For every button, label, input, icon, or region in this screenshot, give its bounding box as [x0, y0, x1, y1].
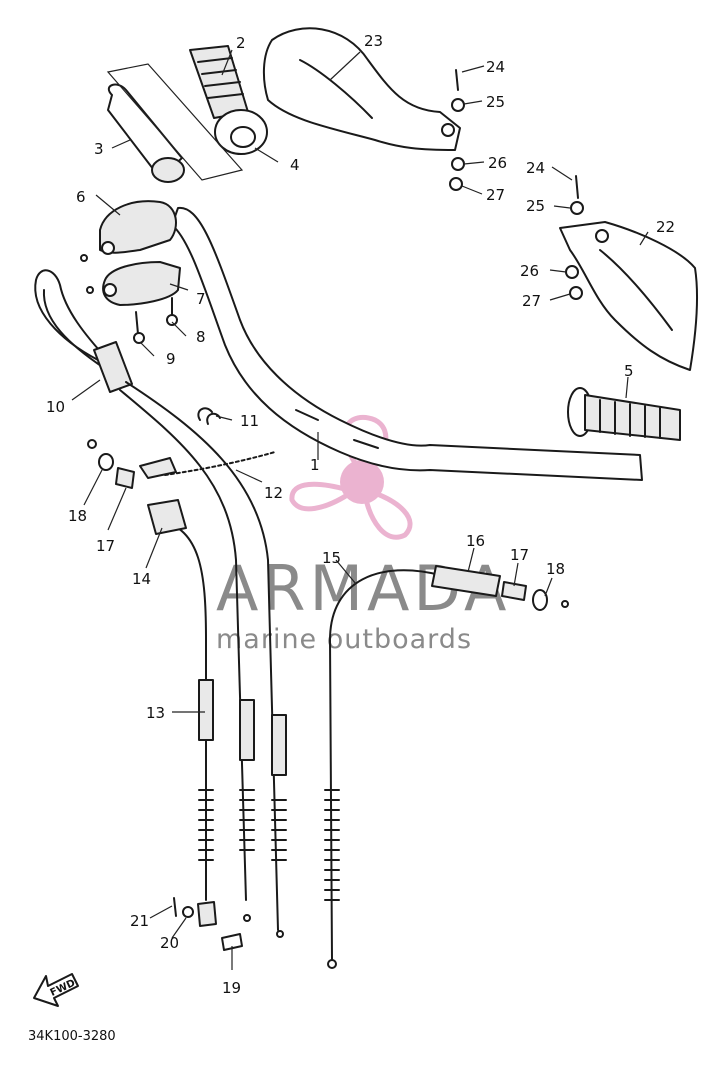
cable-15 — [324, 569, 441, 969]
right-grip — [567, 387, 681, 441]
throttle-cable-loop — [34, 269, 133, 393]
callout-7: 7 — [196, 290, 206, 308]
leader-lines — [71, 49, 649, 970]
fwd-arrow-icon: FWD — [33, 973, 79, 1007]
callout-13: 13 — [146, 704, 165, 722]
callout-labels: 1 2 3 4 5 6 7 8 9 10 11 12 13 14 15 16 1… — [46, 32, 675, 997]
small-screw-b — [86, 286, 94, 294]
callout-24-left: 24 — [486, 58, 505, 76]
callout-15: 15 — [322, 549, 341, 567]
pin-21 — [173, 897, 217, 927]
fasteners-left-guard — [449, 69, 465, 191]
washer-18-right — [532, 589, 569, 611]
callout-26-right: 26 — [520, 262, 539, 280]
adjuster-nut-17-right — [501, 581, 527, 601]
callout-5: 5 — [624, 362, 634, 380]
callout-26-left: 26 — [488, 154, 507, 172]
lever-bracket — [147, 499, 187, 535]
callout-2: 2 — [236, 34, 246, 52]
part-code: 34K100-3280 — [28, 1029, 116, 1044]
callout-18-left: 18 — [68, 507, 87, 525]
callout-24-right: 24 — [526, 159, 545, 177]
clutch-cable — [159, 519, 214, 901]
hand-guard-left — [262, 27, 461, 151]
hand-guard-right — [559, 221, 699, 371]
callout-17-left: 17 — [96, 537, 115, 555]
callout-25-right: 25 — [526, 197, 545, 215]
adjuster-nut-17-left — [115, 467, 135, 489]
callout-1: 1 — [310, 456, 320, 474]
cable-adjuster-16 — [431, 565, 501, 597]
callout-19: 19 — [222, 979, 241, 997]
throttle-tube — [106, 63, 244, 183]
callout-17-right: 17 — [510, 546, 529, 564]
watermark-tagline: marine outboards — [216, 624, 472, 655]
cable-band-12 — [139, 451, 276, 479]
callout-16: 16 — [466, 532, 485, 550]
callout-18-right: 18 — [546, 560, 565, 578]
handlebar — [171, 206, 643, 481]
bolt-19 — [221, 933, 243, 951]
callout-10: 10 — [46, 398, 65, 416]
throttle-cables — [119, 381, 287, 938]
callout-9: 9 — [166, 350, 176, 368]
callout-3: 3 — [94, 140, 104, 158]
callout-4: 4 — [290, 156, 300, 174]
throttle-grip — [189, 45, 268, 155]
callout-8: 8 — [196, 328, 206, 346]
callout-14: 14 — [132, 570, 151, 588]
callout-27-right: 27 — [522, 292, 541, 310]
callout-11: 11 — [240, 412, 259, 430]
screw-9 — [133, 311, 145, 344]
washer-18-left — [87, 439, 114, 471]
callout-25-left: 25 — [486, 93, 505, 111]
small-screw-a — [80, 254, 88, 262]
washer-20 — [182, 906, 194, 918]
callout-23: 23 — [364, 32, 383, 50]
fasteners-right-guard — [565, 175, 584, 300]
screw-8 — [166, 297, 178, 326]
callout-6: 6 — [76, 188, 86, 206]
callout-22: 22 — [656, 218, 675, 236]
throttle-housing — [99, 200, 181, 306]
callout-12: 12 — [264, 484, 283, 502]
callout-27-left: 27 — [486, 186, 505, 204]
callout-20: 20 — [160, 934, 179, 952]
callout-21: 21 — [130, 912, 149, 930]
